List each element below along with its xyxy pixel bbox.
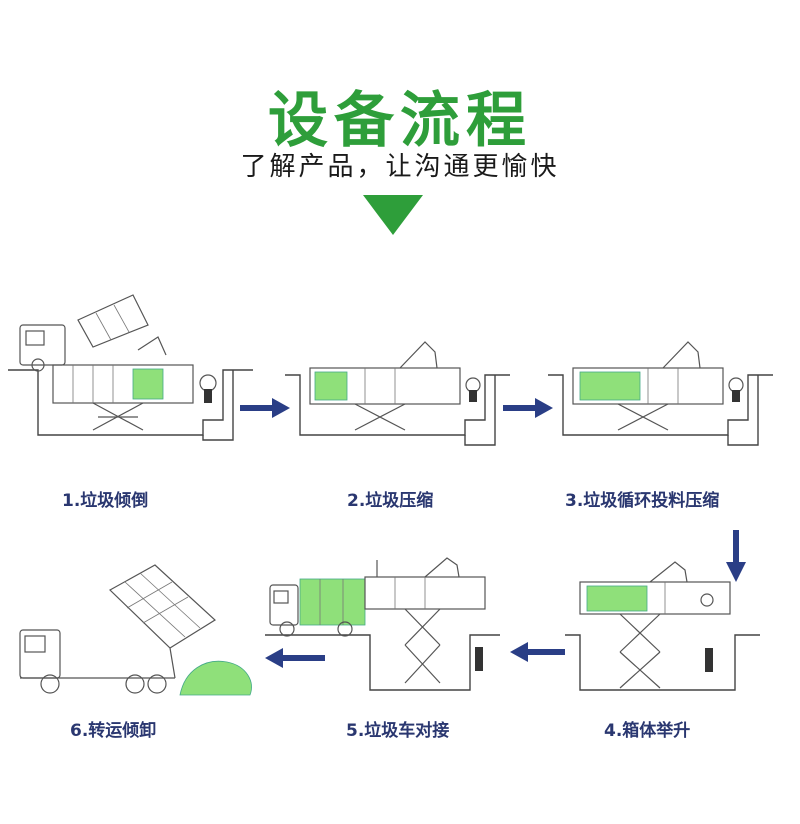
arrow-left-icon <box>265 648 325 668</box>
step-3-label: 3.垃圾循环投料压缩 <box>565 491 720 511</box>
step-2-illustration <box>285 330 515 455</box>
arrow-right-icon <box>240 398 290 418</box>
step-6-illustration <box>15 560 260 705</box>
page-title: 设备流程 <box>268 86 532 156</box>
step-5-label: 5.垃圾车对接 <box>346 721 450 741</box>
page-subtitle: 了解产品，让沟通更愉快 <box>240 152 560 182</box>
arrow-down-icon <box>726 530 746 582</box>
arrow-right-icon <box>503 398 553 418</box>
step-4-label: 4.箱体举升 <box>604 721 691 741</box>
step-1-label: 1.垃圾倾倒 <box>62 491 149 511</box>
step-2-label: 2.垃圾压缩 <box>347 491 434 511</box>
step-4-illustration <box>565 560 765 705</box>
step-5-illustration <box>265 555 505 705</box>
arrow-left-icon <box>510 642 565 662</box>
step-3-illustration <box>548 330 788 455</box>
down-triangle-icon <box>363 195 423 235</box>
step-6-label: 6.转运倾卸 <box>70 721 157 741</box>
step-1-illustration <box>8 285 253 450</box>
